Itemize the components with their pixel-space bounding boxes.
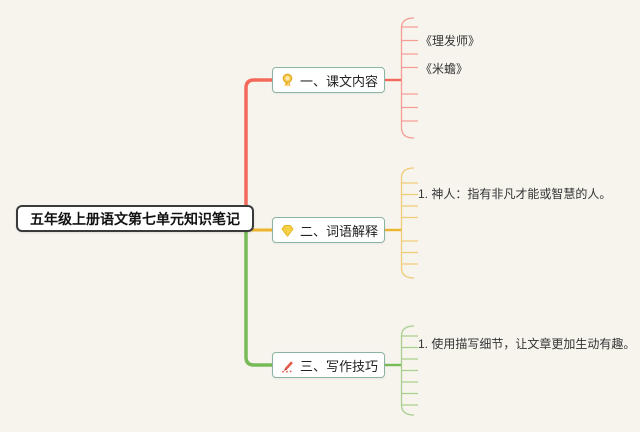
branch-node-writing-skills[interactable]: 三、写作技巧 [272, 352, 385, 378]
branch-node-label: 二、词语解释 [300, 223, 379, 239]
branch-node-text-content[interactable]: 一、课文内容 [272, 67, 385, 93]
root-node-label: 五年级上册语文第七单元知识笔记 [30, 210, 240, 227]
leaf-node[interactable]: 1. 神人：指有非凡才能或智慧的人。 [418, 187, 612, 201]
leaf-node[interactable]: 《米蟾》 [420, 62, 469, 76]
branch3-line [244, 216, 274, 367]
leaf-node[interactable]: 《理发师》 [420, 34, 481, 48]
branch1-placeholder-comb [400, 17, 418, 139]
branch-node-label: 三、写作技巧 [300, 358, 379, 374]
branch-node-word-explanation[interactable]: 二、词语解释 [272, 217, 385, 243]
root-node[interactable]: 五年级上册语文第七单元知识笔记 [16, 205, 254, 232]
medal-icon [280, 73, 295, 88]
branch1-line [244, 78, 274, 220]
leaf-node[interactable]: 1. 使用描写细节，让文章更加生动有趣。 [418, 337, 636, 351]
branch2-placeholder-comb [400, 167, 418, 279]
pen-icon [280, 358, 295, 373]
branch3-placeholder-comb [400, 325, 418, 416]
branch-node-label: 一、课文内容 [300, 73, 379, 89]
gem-icon [280, 223, 295, 238]
